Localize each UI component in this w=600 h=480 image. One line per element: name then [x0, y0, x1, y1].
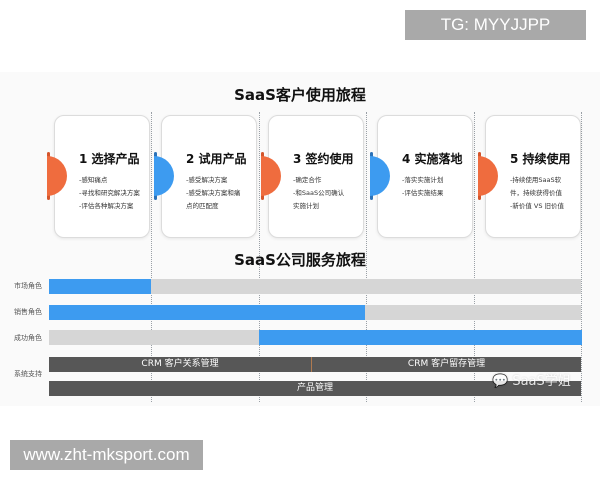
role-label-success: 成功角色	[14, 334, 42, 342]
stage-point: 点的匹配度	[186, 202, 219, 210]
crm-retention-bar: CRM 客户留存管理	[312, 357, 581, 372]
marketing-inactive-bar	[151, 279, 581, 294]
stage-point: -和SaaS公司确认	[293, 189, 345, 197]
stage-point: -感知痛点	[79, 176, 108, 184]
half-circle-icon	[478, 156, 498, 196]
stage-point: -评估各种解决方案	[79, 202, 134, 210]
marketing-active-bar	[49, 279, 151, 294]
stage-card-2: 2 试用产品 -感受解决方案 -感受解决方案和痛 点的匹配度	[154, 115, 257, 238]
stage-divider	[474, 112, 475, 402]
stage-point: -持续使用SaaS软	[510, 176, 562, 184]
half-circle-icon	[154, 156, 174, 196]
stage-title: 1 选择产品	[79, 152, 140, 166]
stage-card-5: 5 持续使用 -持续使用SaaS软 件，持续获得价值 -新价值 VS 旧价值	[478, 115, 581, 238]
watermark-top: TG: MYYJJPP	[405, 10, 586, 40]
system-support-label: 系统支持	[14, 370, 42, 378]
stage-divider	[581, 112, 582, 402]
stage-point: -感受解决方案	[186, 176, 228, 184]
stage-point: -感受解决方案和痛	[186, 189, 241, 197]
role-label-marketing: 市场角色	[14, 282, 42, 290]
stage-card-4: 4 实施落地 -落实实施计划 -评估实施结果	[370, 115, 473, 238]
stage-title: 5 持续使用	[510, 152, 571, 166]
stage-card-3: 3 签约使用 -确定合作 -和SaaS公司确认 实施计划	[261, 115, 364, 238]
stage-point: -寻找和研究解决方案	[79, 189, 140, 197]
stage-divider	[151, 112, 152, 402]
product-management-bar: 产品管理	[49, 381, 581, 396]
wechat-watermark-text: SaaS学姐	[512, 374, 571, 389]
stage-divider	[259, 112, 260, 402]
stage-title: 3 签约使用	[293, 152, 354, 166]
stage-point: -确定合作	[293, 176, 322, 184]
success-inactive-bar	[49, 330, 259, 345]
stage-point: -新价值 VS 旧价值	[510, 202, 565, 210]
stage-title: 2 试用产品	[186, 152, 247, 166]
sales-inactive-bar	[365, 305, 581, 320]
stage-point: -评估实施结果	[402, 189, 444, 197]
stage-divider	[366, 112, 367, 402]
stage-card-1: 1 选择产品 -感知痛点 -寻找和研究解决方案 -评估各种解决方案	[47, 115, 150, 238]
crm-relationship-bar: CRM 客户关系管理	[49, 357, 311, 372]
half-circle-icon	[370, 156, 390, 196]
half-circle-icon	[261, 156, 281, 196]
half-circle-icon	[47, 156, 67, 196]
customer-journey-title: SaaS客户使用旅程	[234, 86, 366, 104]
stage-point: 件，持续获得价值	[510, 189, 562, 197]
role-label-sales: 销售角色	[14, 308, 42, 316]
success-active-bar	[259, 330, 582, 345]
wechat-watermark: 💬 SaaS学姐	[492, 370, 571, 389]
wechat-icon: 💬	[492, 374, 509, 389]
stage-point: 实施计划	[293, 202, 319, 210]
stage-point: -落实实施计划	[402, 176, 444, 184]
stage-title: 4 实施落地	[402, 152, 463, 166]
crm-bar-separator	[311, 357, 312, 372]
watermark-bottom: www.zht-mksport.com	[10, 440, 203, 470]
service-journey-title: SaaS公司服务旅程	[234, 251, 366, 269]
sales-active-bar	[49, 305, 365, 320]
